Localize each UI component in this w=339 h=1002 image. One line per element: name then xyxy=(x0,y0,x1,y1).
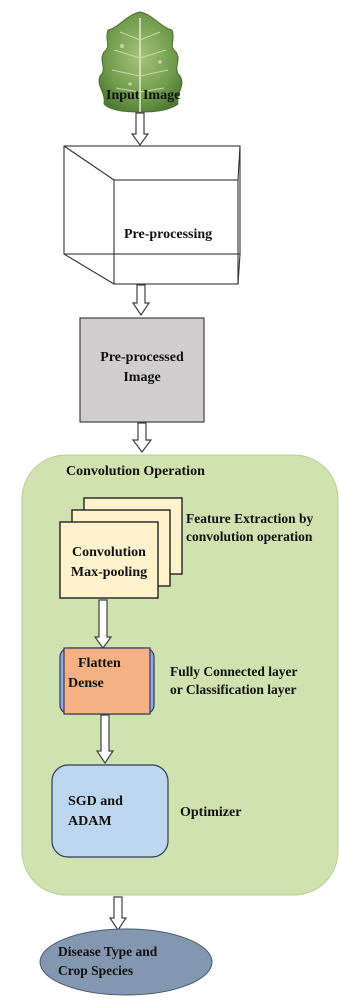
flatten-line-1: Flatten xyxy=(78,656,121,671)
input-image-label: Input Image xyxy=(106,88,181,103)
arrow-6 xyxy=(108,896,128,932)
fc-line-1: Fully Connected layer xyxy=(170,664,298,679)
output-label: Disease Type and Crop Species xyxy=(58,942,157,980)
flatten-dense-label: Flatten Dense xyxy=(64,654,150,694)
optimizer-label: Optimizer xyxy=(180,805,242,820)
preprocessed-label-text: Pre-processed Image xyxy=(100,350,184,385)
sgd-line-1: SGD and xyxy=(68,794,123,809)
preprocessing-label: Pre-processing xyxy=(124,227,213,242)
preprocessed-image-box xyxy=(79,317,205,423)
flatten-dense-box xyxy=(59,647,155,715)
arrow-5 xyxy=(95,714,115,765)
convolution-section-title: Convolution Operation xyxy=(66,464,205,479)
feature-line-1: Feature Extraction by xyxy=(186,511,314,526)
fully-connected-label: Fully Connected layer or Classification … xyxy=(170,663,298,699)
conv-line-1: Convolution xyxy=(72,545,146,560)
convolution-stack xyxy=(59,497,183,599)
preprocessed-image-label: Pre-processed Image xyxy=(80,348,204,388)
arrow-4 xyxy=(93,599,113,650)
output-line-2: Crop Species xyxy=(58,963,134,978)
arrow-3 xyxy=(131,422,153,453)
flatten-line-2: Dense xyxy=(68,676,104,691)
optimizer-box xyxy=(51,764,169,858)
preprocessing-cube xyxy=(63,145,241,285)
convolution-block-label: Convolution Max-pooling xyxy=(60,543,158,583)
output-line-1: Disease Type and xyxy=(58,944,158,959)
feature-extraction-label: Feature Extraction by convolution operat… xyxy=(186,510,313,546)
arrow-2 xyxy=(131,284,151,317)
sgd-line-2: ADAM xyxy=(68,814,112,829)
output-ellipse xyxy=(39,928,213,996)
arrow-1 xyxy=(130,112,150,147)
leaf-image xyxy=(98,11,183,113)
fc-line-2: or Classification layer xyxy=(170,682,297,697)
optimizer-box-label: SGD and ADAM xyxy=(68,792,123,832)
feature-line-2: convolution operation xyxy=(186,529,313,544)
conv-line-2: Max-pooling xyxy=(70,565,148,580)
